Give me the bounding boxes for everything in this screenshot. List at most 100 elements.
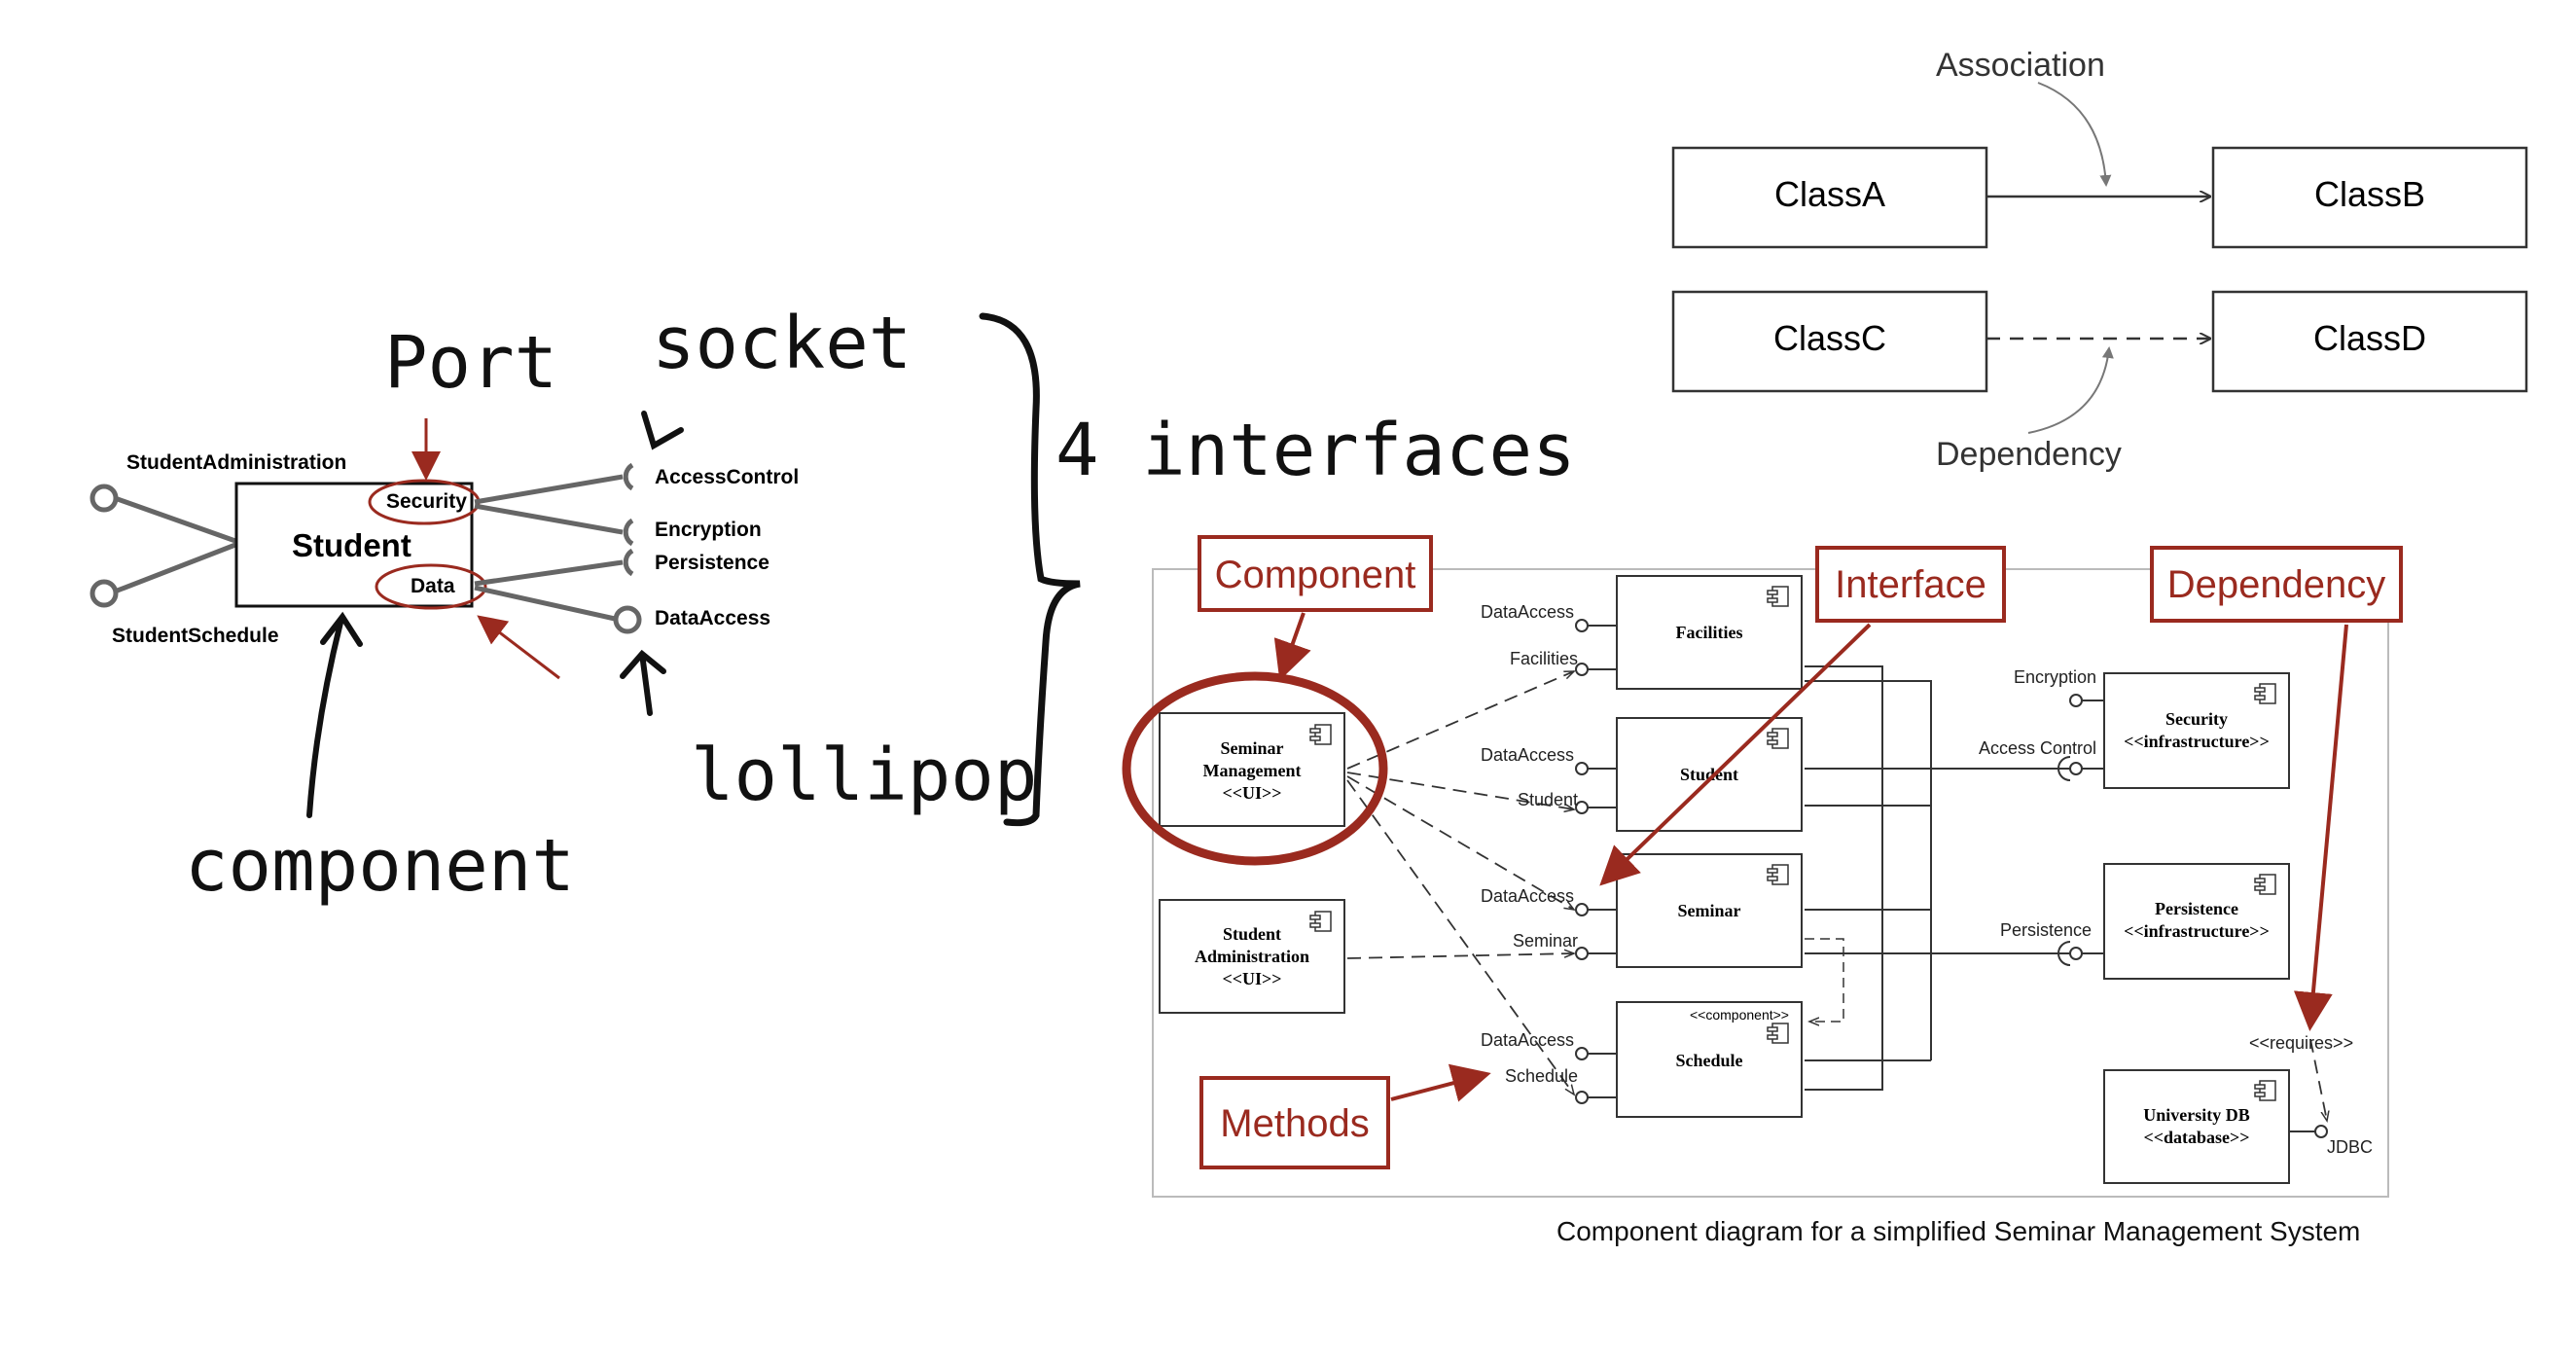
ui-dependencies — [1346, 670, 2327, 1121]
student-component-sketch: StudentAdministration StudentSchedule St… — [89, 418, 799, 680]
annotation-component-box — [1198, 535, 1433, 612]
student-component-box — [234, 482, 474, 608]
component-icon — [2254, 1080, 2276, 1101]
annotation-methods-arrow — [1390, 1063, 1491, 1102]
hand-brace — [979, 312, 1081, 827]
label-facilities-data-access: DataAccess — [1481, 602, 1574, 622]
component-schedule — [1616, 1001, 1803, 1118]
label-schedule-interface: Schedule — [1505, 1066, 1578, 1086]
label-facilities-interface: Facilities — [1510, 649, 1578, 668]
link-access-control — [474, 474, 624, 505]
schedule-stereotype: <<component>> — [1690, 1007, 1789, 1023]
label-data-access: DataAccess — [655, 607, 770, 629]
component-icon — [2254, 683, 2276, 704]
class-d-label: ClassD — [2313, 318, 2426, 358]
association-label: Association — [1936, 47, 2105, 84]
persistence-line2: <<infrastructure>> — [2124, 921, 2270, 941]
seminar-management-line2: Management — [1203, 761, 1302, 780]
annotation-interface-arrow — [1599, 623, 1872, 886]
schedule-label: Schedule — [1675, 1051, 1742, 1070]
hand-socket: socket — [652, 302, 912, 385]
component-icons — [1309, 586, 2276, 1101]
class-b-box — [2211, 146, 2528, 249]
label-access-control-interface: Access Control — [1979, 738, 2096, 758]
label-seminar-interface: Seminar — [1513, 931, 1578, 951]
annotation-interface-box — [1815, 546, 2006, 623]
handwritten-annotations: Port socket 4 interfaces lollipop compon… — [185, 302, 1576, 908]
seminar-label: Seminar — [1678, 901, 1741, 920]
security-line1: Security — [2165, 709, 2228, 729]
annotation-component-label: Component — [1215, 554, 1416, 596]
persistence-line1: Persistence — [2155, 899, 2238, 918]
seminar-management-line1: Seminar — [1221, 738, 1284, 758]
component-icon — [1767, 728, 1789, 749]
socket-access-control — [623, 462, 634, 491]
label-access-control: AccessControl — [655, 466, 799, 488]
dependency-pointer — [2027, 346, 2114, 434]
dependency-label: Dependency — [1936, 436, 2122, 473]
component-icon — [2254, 874, 2276, 895]
seminar-diagram-caption: Component diagram for a simplified Semin… — [1556, 1216, 2361, 1246]
label-requires: <<requires>> — [2249, 1033, 2353, 1053]
label-student-schedule: StudentSchedule — [112, 625, 279, 647]
component-icon — [1309, 911, 1332, 932]
hand-port: Port — [384, 321, 557, 405]
university-db-line1: University DB — [2143, 1105, 2250, 1125]
link-data-access — [474, 585, 616, 622]
hand-socket-arrow — [641, 411, 684, 450]
left-link-2 — [114, 542, 236, 594]
socket-encryption — [623, 518, 634, 547]
seminar-diagram: Seminar Management <<UI>> Student Admini… — [1122, 535, 2403, 1198]
label-jdbc: JDBC — [2327, 1137, 2373, 1157]
label-student-data-access: DataAccess — [1481, 745, 1574, 765]
schedule-self-dependency — [1805, 938, 1844, 1022]
socket-persistence — [623, 548, 634, 577]
annotation-interface-label: Interface — [1835, 563, 1986, 606]
component-icon — [1767, 1023, 1789, 1044]
annotation-dependency: Dependency — [2150, 546, 2403, 1031]
label-schedule-data-access: DataAccess — [1481, 1030, 1574, 1050]
student-administration-line2: Administration — [1195, 947, 1309, 966]
relationship-legend: ClassA ClassB ClassC ClassD Association … — [1671, 47, 2528, 473]
class-a-box — [1671, 146, 1988, 249]
class-c-label: ClassC — [1773, 318, 1886, 358]
left-link-1 — [114, 495, 236, 544]
lollipop-data-access — [613, 605, 642, 634]
socket-access-control-req — [2057, 756, 2071, 781]
class-a-label: ClassA — [1774, 174, 1885, 214]
hand-four-interfaces: 4 interfaces — [1055, 409, 1576, 492]
link-persistence — [474, 559, 624, 587]
annotation-dependency-label: Dependency — [2167, 563, 2386, 606]
hand-lollipop-arrow — [620, 649, 666, 716]
highlight-seminar-management — [1122, 671, 1388, 866]
label-student-administration: StudentAdministration — [126, 451, 346, 474]
student-administration-line3: <<UI>> — [1222, 969, 1281, 988]
port-data: Data — [411, 575, 455, 597]
component-icon — [1767, 586, 1789, 607]
label-seminar-data-access: DataAccess — [1481, 886, 1574, 906]
facilities-label: Facilities — [1676, 623, 1743, 642]
port-security: Security — [386, 490, 467, 513]
label-persistence-interface: Persistence — [2000, 920, 2092, 940]
student-component-name: Student — [292, 527, 411, 563]
student-label: Student — [1680, 765, 1738, 784]
annotation-methods-box — [1199, 1076, 1390, 1169]
class-d-box — [2211, 290, 2528, 393]
annotation-methods: Methods — [1199, 1063, 1491, 1169]
annotation-methods-label: Methods — [1220, 1102, 1369, 1145]
class-c-box — [1671, 290, 1988, 393]
label-encryption-interface: Encryption — [2014, 667, 2096, 687]
label-encryption: Encryption — [655, 519, 762, 541]
label-student-interface: Student — [1518, 790, 1578, 809]
lollipop-student-schedule — [89, 579, 119, 608]
seminar-management-line3: <<UI>> — [1222, 783, 1281, 803]
label-persistence: Persistence — [655, 552, 769, 574]
annotation-dependency-box — [2150, 546, 2403, 623]
class-b-label: ClassB — [2314, 174, 2425, 214]
security-line2: <<infrastructure>> — [2124, 732, 2270, 751]
student-administration-line1: Student — [1223, 924, 1281, 944]
arrow-to-data-port — [477, 615, 560, 680]
port-data-circle — [375, 563, 487, 610]
